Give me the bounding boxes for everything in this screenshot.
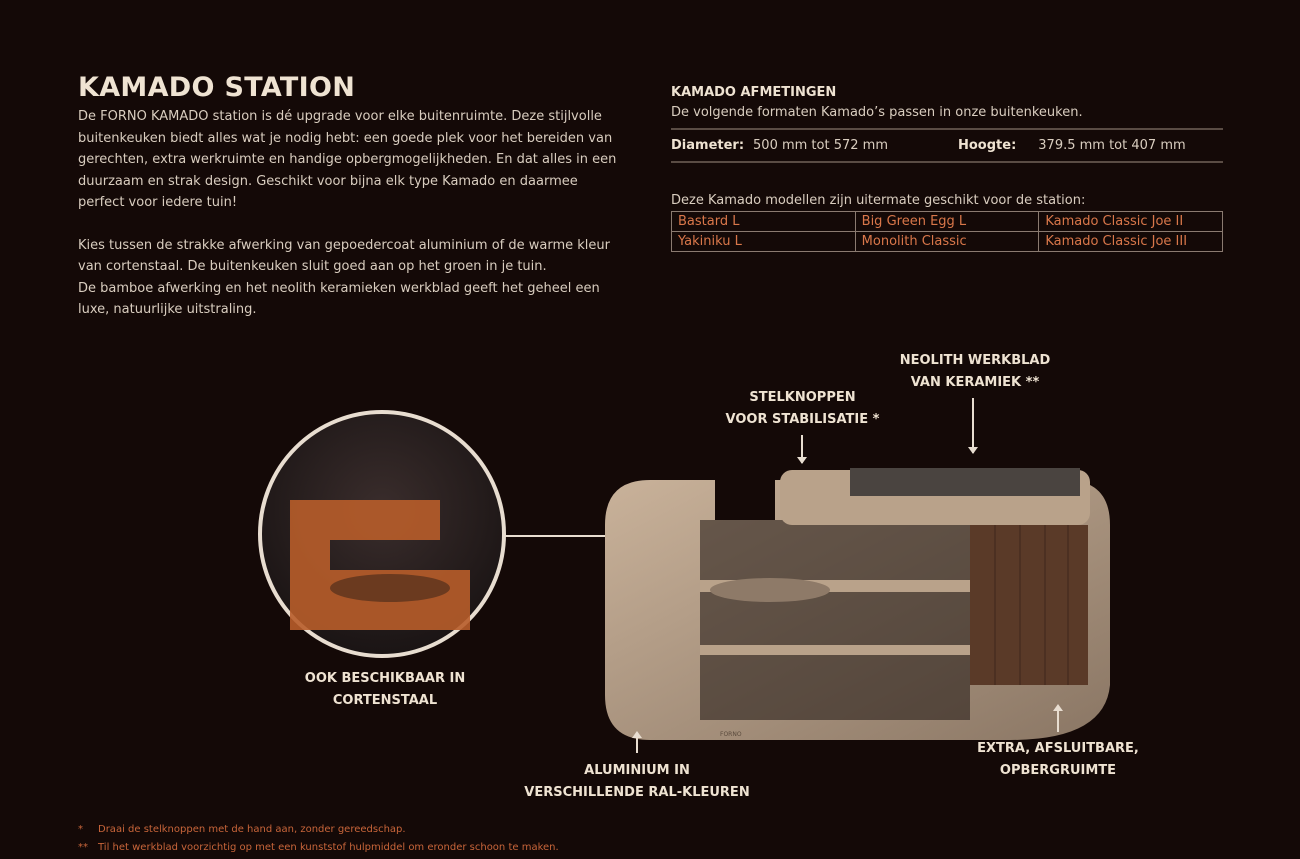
label-line: VERSCHILLENDE RAL-KLEUREN bbox=[524, 785, 750, 800]
footnote-text: Draai de stelknoppen met de hand aan, zo… bbox=[98, 824, 406, 835]
intro-paragraph: Kies tussen de strakke afwerking van gep… bbox=[78, 237, 610, 275]
model-cell: Big Green Egg L bbox=[854, 211, 1040, 232]
model-cell: Kamado Classic Joe II bbox=[1038, 211, 1223, 232]
model-cell: Bastard L bbox=[671, 211, 856, 232]
model-cell: Kamado Classic Joe III bbox=[1038, 231, 1223, 252]
label-line: VOOR STABILISATIE * bbox=[725, 412, 880, 427]
footnote-text: Til het werkblad voorzichtig op met een … bbox=[98, 842, 559, 853]
label-line: OOK BESCHIKBAAR IN bbox=[304, 671, 466, 686]
dimensions-section: KAMADO AFMETINGEN De volgende formaten K… bbox=[671, 85, 1223, 252]
label-line: CORTENSTAAL bbox=[332, 693, 438, 708]
height-value: 379.5 mm tot 407 mm bbox=[1038, 138, 1186, 153]
label-line: NEOLITH WERKBLAD bbox=[899, 353, 1051, 368]
diameter-value: 500 mm tot 572 mm bbox=[753, 138, 888, 153]
height-label: Hoogte: bbox=[958, 138, 1017, 153]
label-werkblad: NEOLITH WERKBLAD VAN KERAMIEK ** bbox=[880, 350, 1070, 394]
model-cell: Monolith Classic bbox=[854, 231, 1040, 252]
dimensions-title: KAMADO AFMETINGEN bbox=[671, 85, 837, 100]
product-illustration: FORNO bbox=[258, 410, 1110, 740]
label-line: STELKNOPPEN bbox=[749, 390, 856, 405]
fit-text: Deze Kamado modellen zijn uitermate gesc… bbox=[671, 193, 1086, 208]
diameter-label: Diameter: bbox=[671, 138, 745, 153]
label-line: EXTRA, AFSLUITBARE, bbox=[977, 741, 1139, 756]
label-line: OPBERGRUIMTE bbox=[999, 763, 1117, 778]
footnote: ** Til het werkblad voorzichtig op met ee… bbox=[78, 842, 559, 853]
intro-paragraph: De FORNO KAMADO station is dé upgrade vo… bbox=[78, 109, 617, 210]
label-corten: OOK BESCHIKBAAR IN CORTENSTAAL bbox=[290, 668, 480, 712]
label-aluminium: ALUMINIUM IN VERSCHILLENDE RAL-KLEUREN bbox=[512, 760, 762, 804]
arrow-up bbox=[1053, 704, 1063, 732]
label-line: ALUMINIUM IN bbox=[584, 763, 690, 778]
brand-mark: FORNO bbox=[720, 731, 742, 738]
footnote: * Draai de stelknoppen met de hand aan, z… bbox=[78, 824, 406, 835]
model-cell: Yakiniku L bbox=[671, 231, 856, 252]
intro-text: De FORNO KAMADO station is dé upgrade vo… bbox=[78, 106, 628, 321]
arrow-up bbox=[632, 731, 642, 753]
dimensions-subtitle: De volgende formaten Kamado’s passen in … bbox=[671, 105, 1223, 130]
label-line: VAN KERAMIEK ** bbox=[910, 375, 1040, 390]
dimensions-row: Diameter: 500 mm tot 572 mm Hoogte: 379.5 … bbox=[671, 130, 1223, 163]
arrow-down bbox=[797, 435, 807, 464]
footnote-mark: * bbox=[78, 824, 83, 835]
label-stelknoppen: STELKNOPPEN VOOR STABILISATIE * bbox=[710, 387, 895, 431]
label-opberg: EXTRA, AFSLUITBARE, OPBERGRUIMTE bbox=[958, 738, 1158, 782]
intro-paragraph: De bamboe afwerking en het neolith keram… bbox=[78, 280, 600, 318]
page-title: KAMADO STATION bbox=[78, 72, 356, 103]
arrow-down bbox=[968, 398, 978, 454]
footnote-mark: ** bbox=[78, 842, 88, 853]
